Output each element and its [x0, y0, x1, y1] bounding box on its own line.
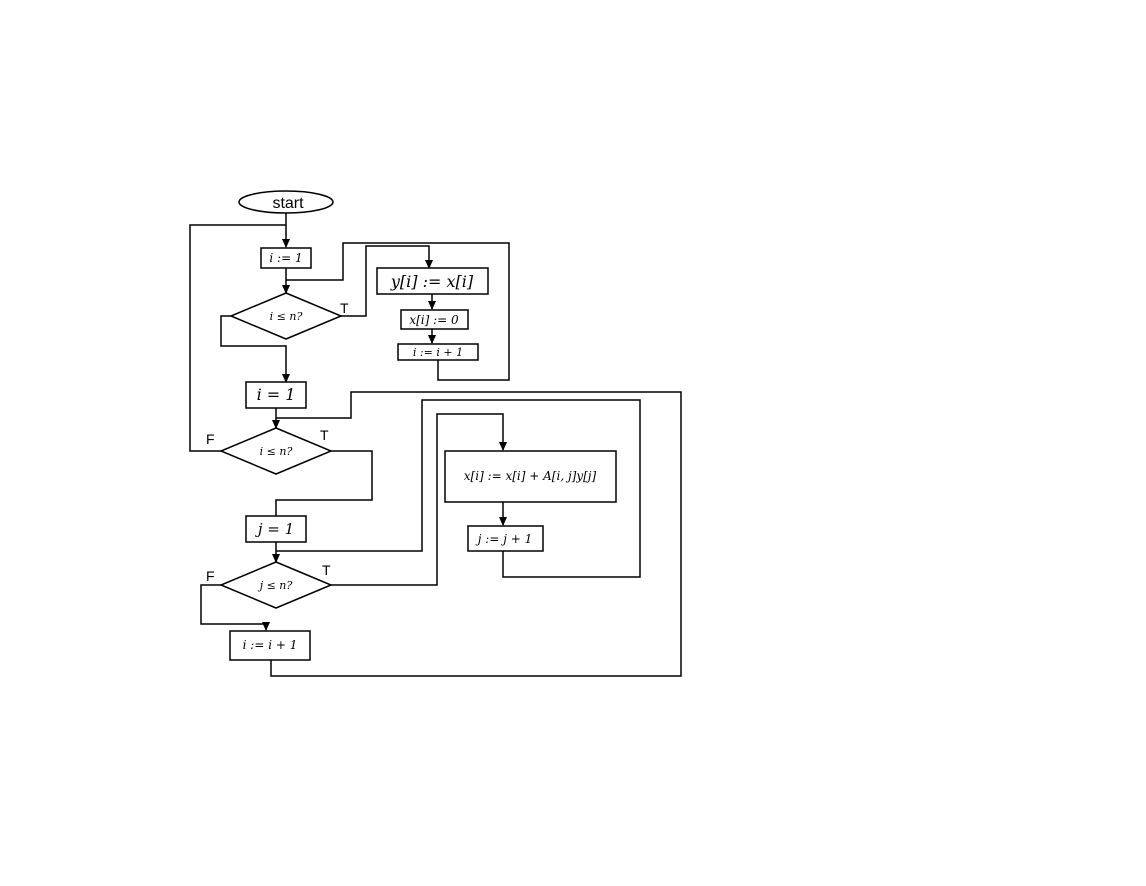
cond-3-label: j ≤ n? [257, 579, 293, 592]
assign-y-label: y[i] := x[i] [390, 272, 474, 291]
node-incr-i-1: i := i + 1 [397, 343, 479, 361]
edge-cond1-false [220, 315, 290, 383]
incr-i-2-label: i := i + 1 [243, 638, 298, 652]
cond-2-label: i ≤ n? [260, 445, 293, 458]
edge-inner-loop-back [276, 399, 641, 578]
cond-3-true-label: T [322, 562, 331, 578]
node-update-x: x[i] := x[i] + A[i, j]y[j] [444, 450, 617, 503]
start-label: start [272, 195, 304, 212]
init-i-2-label: i = 1 [257, 385, 296, 404]
node-cond-1: i ≤ n? [229, 292, 343, 340]
init-j-label: j = 1 [255, 520, 294, 538]
cond-2-false-label: F [206, 431, 215, 447]
node-start: start [238, 190, 334, 214]
connectors [189, 213, 682, 677]
node-init-i-1: i := 1 [260, 247, 312, 269]
incr-j-label: j := j + 1 [475, 532, 533, 546]
node-assign-y: y[i] := x[i] [376, 267, 489, 295]
edge-cond3-true [331, 413, 507, 586]
edge-cond2-false-to-top [189, 224, 286, 452]
cond-1-label: i ≤ n? [270, 310, 303, 323]
edge-cond1-true [341, 245, 433, 317]
incr-i-1-label: i := i + 1 [413, 346, 463, 359]
init-i-1-label: i := 1 [269, 251, 302, 265]
edge-outer-loop-back [270, 391, 682, 677]
node-incr-i-2: i := i + 1 [229, 630, 311, 661]
cond-2-true-label: T [320, 427, 329, 443]
assign-x0-label: x[i] := 0 [409, 313, 459, 327]
node-assign-x0: x[i] := 0 [400, 309, 469, 330]
cond-3-false-label: F [206, 568, 215, 584]
node-cond-3: j ≤ n? [219, 561, 333, 609]
node-init-i-2: i = 1 [245, 381, 307, 409]
node-cond-2: i ≤ n? [219, 427, 333, 475]
edge-cond2-true [275, 450, 373, 516]
edge-labels: T F T F T [206, 300, 349, 584]
update-x-label: x[i] := x[i] + A[i, j]y[j] [464, 469, 597, 483]
edge-first-loop-back [286, 242, 510, 381]
edge-cond3-false [200, 584, 270, 631]
node-init-j: j = 1 [245, 515, 307, 543]
cond-1-true-label: T [340, 300, 349, 316]
node-incr-j: j := j + 1 [467, 525, 544, 552]
